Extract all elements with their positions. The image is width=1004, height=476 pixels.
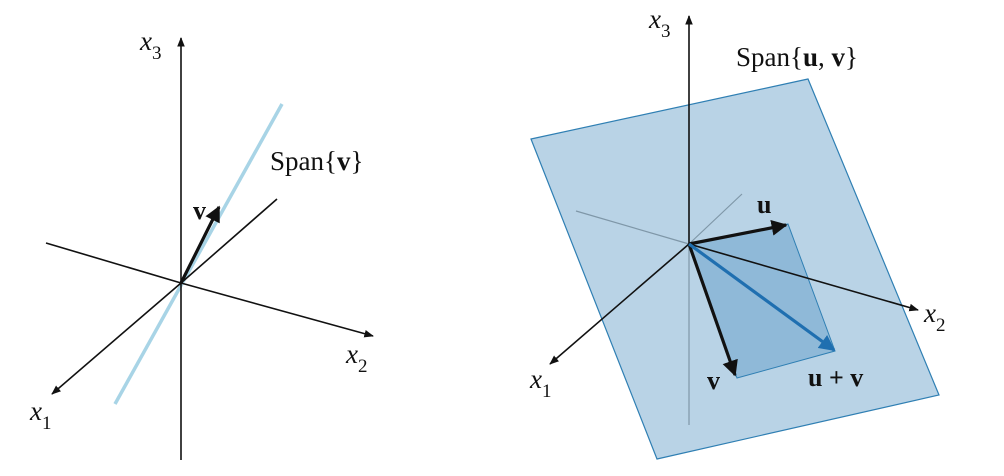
right-figure: x3 x1 x2 Span{u, v} u v u + v bbox=[529, 4, 945, 460]
right-x2-axis bbox=[688, 243, 919, 312]
span-v-line bbox=[113, 103, 284, 405]
right-x3-label: x3 bbox=[648, 4, 670, 42]
right-x1-axis-back bbox=[688, 193, 743, 245]
u-plus-v-label: u + v bbox=[808, 363, 863, 392]
left-x2-axis bbox=[180, 282, 374, 338]
vector-u bbox=[688, 219, 788, 246]
right-x2-axis-back bbox=[575, 210, 690, 245]
left-x2-axis-back bbox=[45, 242, 182, 284]
left-x2-label: x2 bbox=[345, 339, 367, 377]
right-x1-axis bbox=[549, 243, 690, 365]
left-x3-label: x3 bbox=[139, 26, 161, 64]
left-x1-axis-back bbox=[180, 198, 278, 284]
right-span-label: Span{u, v} bbox=[736, 42, 858, 72]
left-v-label: v bbox=[193, 196, 206, 225]
left-span-label: Span{v} bbox=[270, 146, 363, 176]
right-x2-label: x2 bbox=[923, 298, 945, 336]
left-vector-v bbox=[179, 205, 221, 284]
right-x1-label: x1 bbox=[529, 364, 551, 402]
vector-u-plus-v bbox=[688, 242, 836, 352]
vector-v bbox=[687, 243, 738, 377]
u-label: u bbox=[757, 190, 771, 219]
left-x1-axis bbox=[51, 282, 182, 395]
left-figure: x3 x1 x2 Span{v} v bbox=[29, 26, 374, 460]
left-x1-label: x1 bbox=[29, 396, 51, 434]
v-label: v bbox=[707, 366, 720, 395]
